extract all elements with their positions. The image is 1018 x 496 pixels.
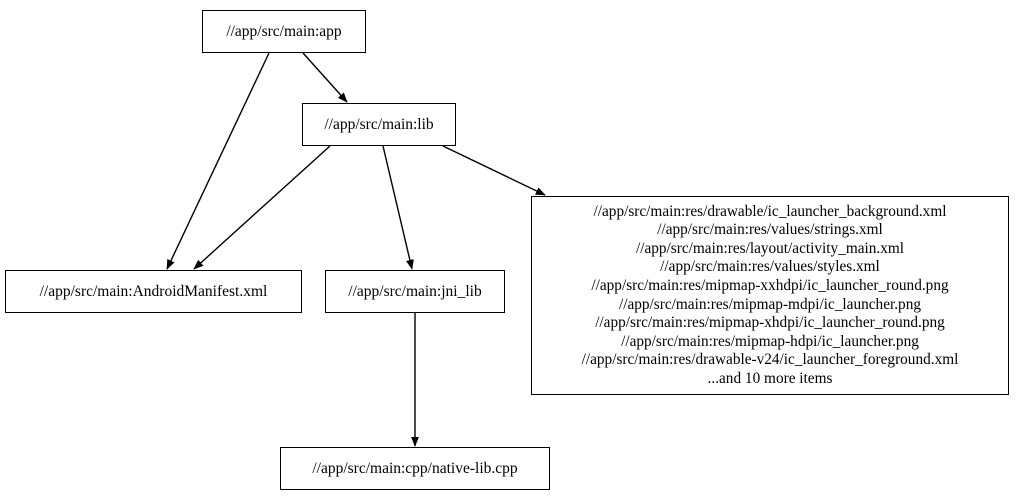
resource-line: //app/src/main:res/drawable-v24/ic_launc… (581, 351, 959, 369)
resource-line: //app/src/main:res/mipmap-hdpi/ic_launch… (621, 332, 919, 350)
node-lib[interactable]: //app/src/main:lib (302, 103, 456, 146)
node-resource-group-label: //app/src/main:res/drawable/ic_launcher_… (582, 203, 959, 389)
node-jni-lib[interactable]: //app/src/main:jni_lib (325, 270, 505, 313)
node-jni-lib-label: //app/src/main:jni_lib (348, 282, 482, 300)
edge-lib-to-jni-lib (382, 145, 414, 270)
resource-line: //app/src/main:res/mipmap-mdpi/ic_launch… (618, 295, 922, 313)
node-resource-group[interactable]: //app/src/main:res/drawable/ic_launcher_… (531, 196, 1009, 395)
node-android-manifest-label: //app/src/main:AndroidManifest.xml (39, 282, 268, 300)
node-app-label: //app/src/main:app (226, 22, 342, 40)
resource-line: //app/src/main:res/values/strings.xml (657, 221, 883, 239)
resource-line: //app/src/main:res/mipmap-xxhdpi/ic_laun… (591, 276, 949, 294)
node-lib-label: //app/src/main:lib (324, 115, 434, 133)
node-native-lib-cpp[interactable]: //app/src/main:cpp/native-lib.cpp (280, 447, 550, 490)
edge-app-to-lib (302, 52, 348, 103)
resource-line: //app/src/main:res/drawable/ic_launcher_… (593, 202, 947, 220)
node-native-lib-cpp-label: //app/src/main:cpp/native-lib.cpp (312, 459, 518, 477)
node-app[interactable]: //app/src/main:app (202, 10, 366, 53)
resource-line: //app/src/main:res/layout/activity_main.… (635, 239, 905, 257)
edge-lib-to-manifest (193, 145, 331, 270)
edge-app-to-manifest (166, 52, 270, 270)
resource-line: //app/src/main:res/mipmap-xhdpi/ic_launc… (595, 314, 945, 332)
edge-lib-to-res-group (442, 145, 546, 196)
node-android-manifest[interactable]: //app/src/main:AndroidManifest.xml (5, 270, 302, 313)
resource-line: //app/src/main:res/values/styles.xml (660, 258, 880, 276)
resource-line: ...and 10 more items (707, 369, 833, 387)
